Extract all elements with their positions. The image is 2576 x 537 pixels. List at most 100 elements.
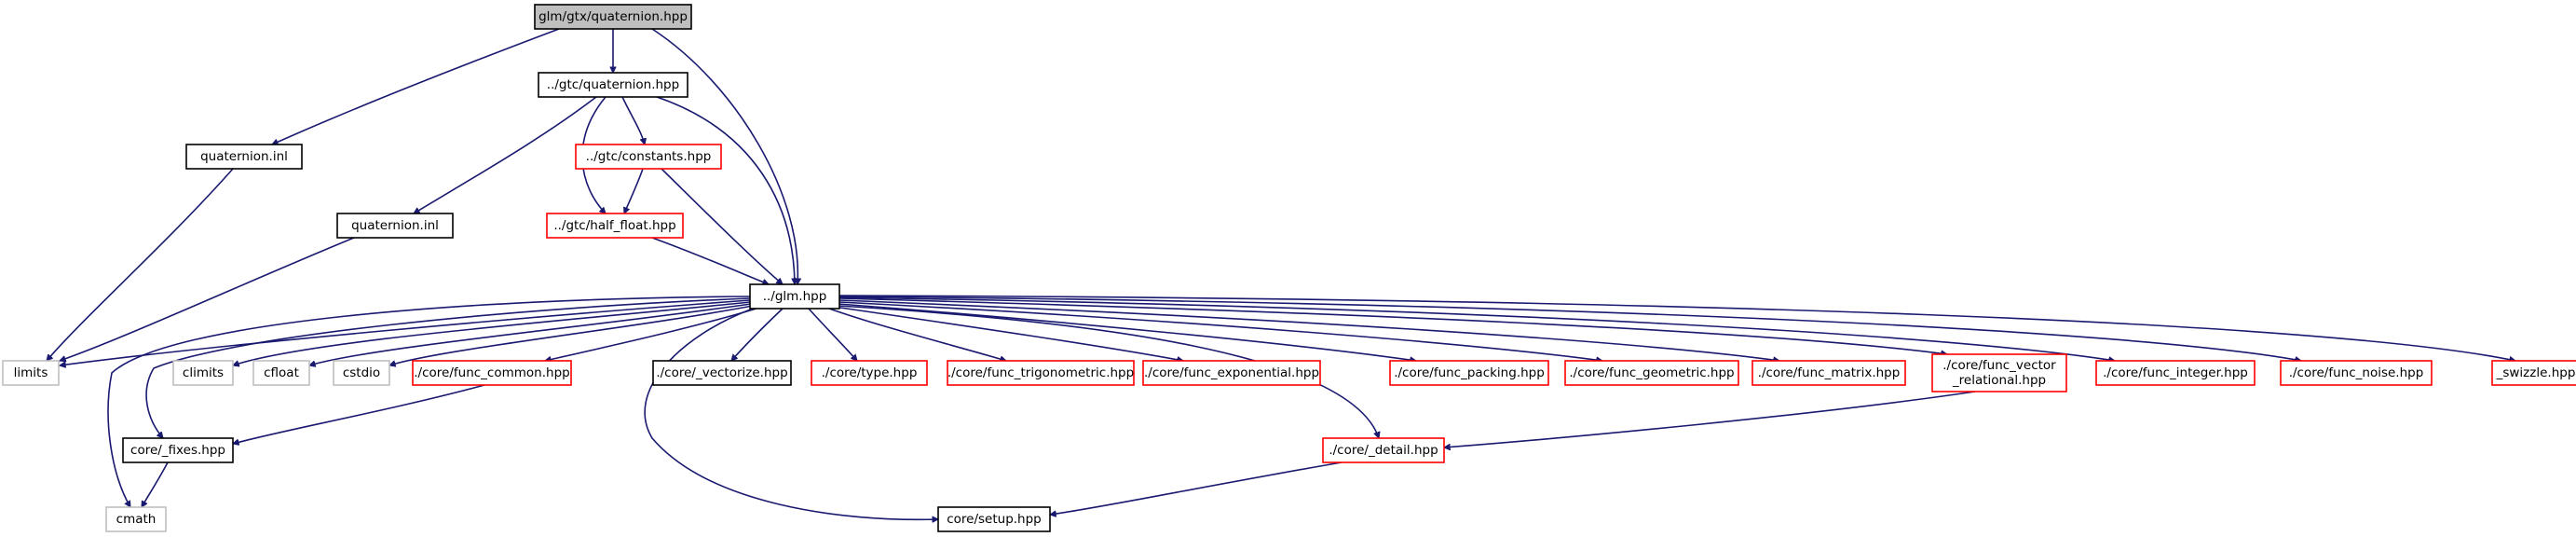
node-label: ./core/func_matrix.hpp	[1758, 365, 1901, 380]
node-box	[412, 360, 572, 386]
edge-glm-hpp-to-func-packing	[838, 303, 1416, 361]
node-label: _swizzle.hpp	[2496, 365, 2576, 380]
node-label: ./core/func_geometric.hpp	[1569, 365, 1734, 380]
node-label: core/_fixes.hpp	[130, 443, 225, 458]
node-box	[937, 506, 1051, 532]
node-gtc-quaternion[interactable]: ../gtc/quaternion.hpp	[538, 72, 688, 98]
edge-gtc-constants-to-glm-hpp	[661, 168, 783, 284]
edge-glm-hpp-to-func-geometric	[838, 301, 1602, 361]
node-limits: limits	[2, 360, 60, 386]
node-box	[538, 72, 688, 98]
node-cstdio: cstdio	[333, 360, 390, 386]
node-label: ../gtc/quaternion.hpp	[547, 77, 679, 92]
edge-gtc-constants-to-gtc-half-float	[624, 168, 644, 213]
node-box	[2095, 360, 2256, 386]
dependency-edges	[47, 28, 2515, 519]
node-box	[575, 144, 722, 170]
node-func-integer[interactable]: ./core/func_integer.hpp	[2095, 360, 2256, 386]
node-box	[2, 360, 60, 386]
node-func-noise[interactable]: ./core/func_noise.hpp	[2280, 360, 2433, 386]
edge-glm-hpp-to-func-matrix	[838, 299, 1779, 361]
node-label: quaternion.inl	[351, 218, 439, 233]
edge-glm-hpp-to-limits	[60, 299, 751, 365]
node-func-packing[interactable]: ./core/func_packing.hpp	[1389, 360, 1549, 386]
node-gtc-constants[interactable]: ../gtc/constants.hpp	[575, 144, 722, 170]
edge-fixes-to-cmath	[141, 461, 169, 507]
edge-glm-hpp-to-type	[808, 308, 857, 361]
node-box	[1931, 353, 2067, 392]
node-box	[185, 144, 303, 170]
node-label: climits	[183, 365, 224, 380]
edge-gtc-quaternion-to-glm-hpp	[656, 96, 795, 284]
node-label: quaternion.inl	[200, 149, 288, 164]
node-label: core/setup.hpp	[947, 512, 1042, 527]
node-box	[749, 283, 840, 310]
node-box	[652, 360, 792, 386]
node-type[interactable]: ./core/type.hpp	[811, 360, 928, 386]
edge-glm-hpp-to-func-common	[545, 307, 760, 361]
edge-glm-hpp-to-cfloat	[309, 303, 752, 365]
edge-glm-hpp-to-func-vector-relational	[838, 297, 1947, 354]
node-box	[1564, 360, 1739, 386]
node-box	[947, 360, 1135, 386]
node-label: ../gtc/half_float.hpp	[553, 218, 675, 233]
edge-glm-hpp-to-func-noise	[838, 296, 2301, 361]
node-label: cstdio	[343, 365, 380, 380]
node-func-matrix[interactable]: ./core/func_matrix.hpp	[1751, 360, 1906, 386]
node-label: ./core/func_integer.hpp	[2103, 365, 2248, 380]
node-box	[252, 360, 310, 386]
node-func-exponential[interactable]: ./core/func_exponential.hpp	[1142, 360, 1321, 386]
node-box	[333, 360, 390, 386]
edge-gtc-half-float-to-glm-hpp	[651, 237, 769, 284]
node-label: ./core/func_vector	[1942, 358, 2056, 373]
edge-glm-hpp-to-cmath	[107, 296, 752, 507]
edge-root-to-glm-hpp	[651, 28, 797, 284]
node-quaternion-inl-2[interactable]: quaternion.inl	[336, 213, 454, 239]
node-fixes[interactable]: core/_fixes.hpp	[122, 437, 234, 463]
node-box	[546, 213, 684, 239]
node-label: ./core/_vectorize.hpp	[656, 365, 787, 380]
node-setup[interactable]: core/setup.hpp	[937, 506, 1051, 532]
node-vectorize[interactable]: ./core/_vectorize.hpp	[652, 360, 792, 386]
node-func-geometric[interactable]: ./core/func_geometric.hpp	[1564, 360, 1739, 386]
edge-gtc-quaternion-to-gtc-constants	[621, 96, 645, 145]
node-label: ./core/func_packing.hpp	[1394, 365, 1545, 380]
edge-glm-hpp-to-vectorize	[731, 308, 784, 361]
edge-glm-hpp-to-func-trigonometric	[828, 308, 1006, 361]
node-climits: climits	[172, 360, 234, 386]
node-label: ./core/func_common.hpp	[414, 365, 569, 380]
node-box	[1322, 437, 1445, 463]
node-quaternion-inl-1[interactable]: quaternion.inl	[185, 144, 303, 170]
node-swizzle[interactable]: _swizzle.hpp	[2491, 360, 2576, 386]
node-label: ../glm.hpp	[763, 289, 827, 304]
edge-detail-to-setup	[1050, 461, 1343, 515]
node-root[interactable]: glm/gtx/quaternion.hpp	[534, 4, 692, 30]
node-cfloat: cfloat	[252, 360, 310, 386]
node-box	[1142, 360, 1321, 386]
node-label: ../gtc/constants.hpp	[586, 149, 712, 164]
node-func-common[interactable]: ./core/func_common.hpp	[412, 360, 572, 386]
node-label: ./core/type.hpp	[822, 365, 918, 380]
node-box	[336, 213, 454, 239]
node-label: _relational.hpp	[1952, 373, 2046, 388]
node-label: glm/gtx/quaternion.hpp	[538, 9, 688, 24]
node-func-trigonometric[interactable]: ./core/func_trigonometric.hpp	[947, 360, 1135, 386]
node-box	[811, 360, 928, 386]
node-box	[122, 437, 234, 463]
node-glm-hpp[interactable]: ../glm.hpp	[749, 283, 840, 310]
edge-glm-hpp-to-func-exponential	[833, 306, 1183, 361]
node-box	[2491, 360, 2576, 386]
edge-quaternion-inl-1-to-limits	[47, 168, 234, 361]
node-box	[105, 506, 167, 532]
edge-glm-hpp-to-fixes	[145, 297, 752, 438]
node-gtc-half-float[interactable]: ../gtc/half_float.hpp	[546, 213, 684, 239]
node-func-vector-relational[interactable]: ./core/func_vector_relational.hpp	[1931, 353, 2067, 392]
node-detail[interactable]: ./core/_detail.hpp	[1322, 437, 1445, 463]
node-label: ./core/func_noise.hpp	[2289, 365, 2424, 380]
edge-glm-hpp-to-func-integer	[838, 296, 2115, 361]
edge-glm-hpp-to-swizzle	[838, 295, 2515, 361]
node-box	[2280, 360, 2433, 386]
node-box	[172, 360, 234, 386]
edge-func-vector-relational-to-detail	[1444, 391, 1976, 448]
